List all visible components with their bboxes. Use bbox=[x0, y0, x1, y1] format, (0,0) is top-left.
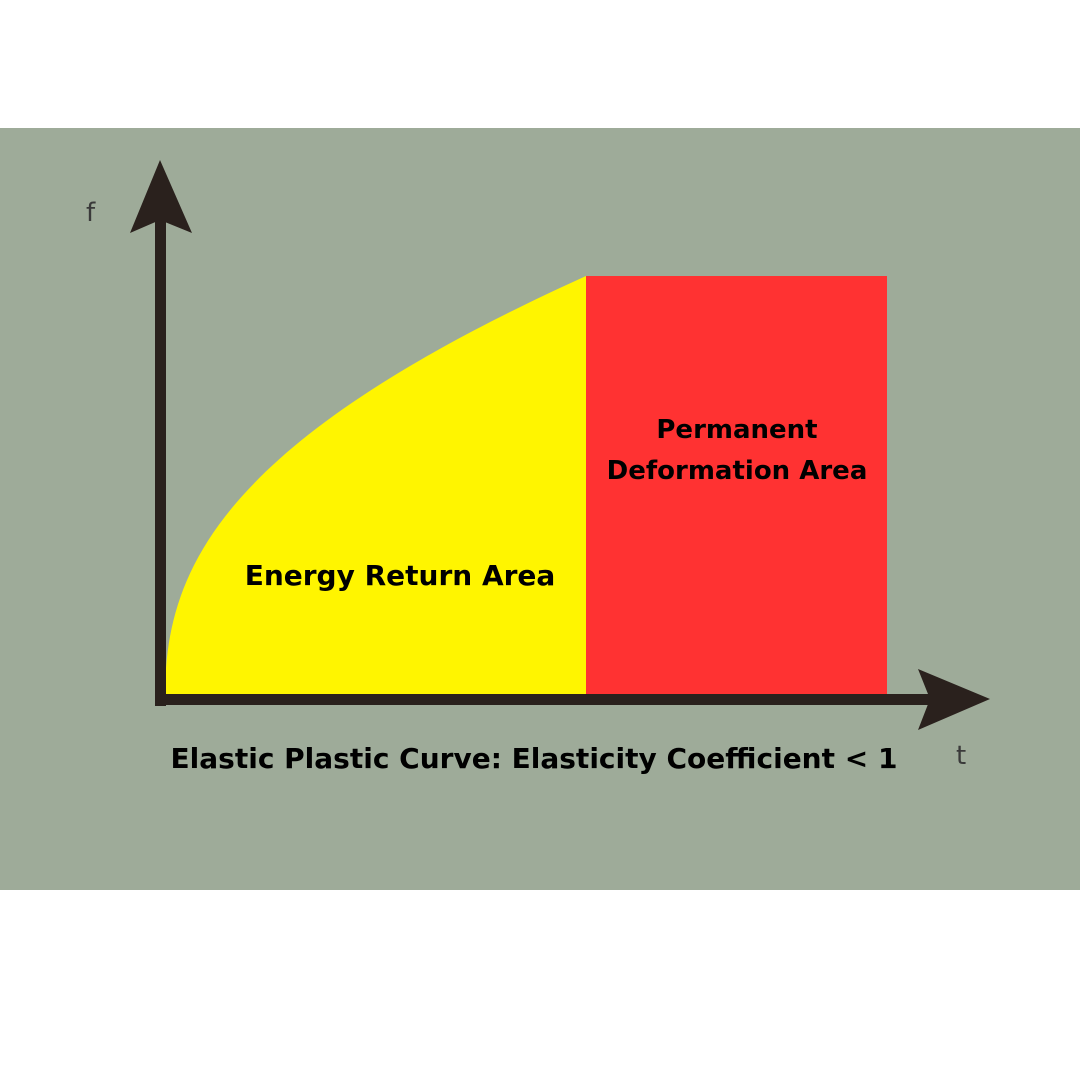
y-axis-label: f bbox=[86, 198, 96, 228]
diagram-panel: f t Energy Return Area Permanent Deforma… bbox=[0, 128, 1080, 890]
energy-return-region bbox=[166, 276, 586, 694]
permanent-deformation-region bbox=[586, 276, 887, 694]
x-axis-line bbox=[155, 694, 935, 705]
y-axis-line bbox=[155, 213, 166, 706]
x-axis-label: t bbox=[956, 741, 966, 771]
diagram-caption: Elastic Plastic Curve: Elasticity Coeffi… bbox=[171, 742, 898, 775]
elastic-plastic-diagram: f t Energy Return Area Permanent Deforma… bbox=[0, 128, 1080, 890]
y-axis-arrowhead bbox=[130, 160, 192, 233]
x-axis-arrowhead bbox=[918, 669, 990, 730]
permanent-deformation-label-line1: Permanent bbox=[656, 415, 817, 445]
energy-return-label: Energy Return Area bbox=[245, 559, 556, 592]
permanent-deformation-label-line2: Deformation Area bbox=[607, 456, 868, 486]
